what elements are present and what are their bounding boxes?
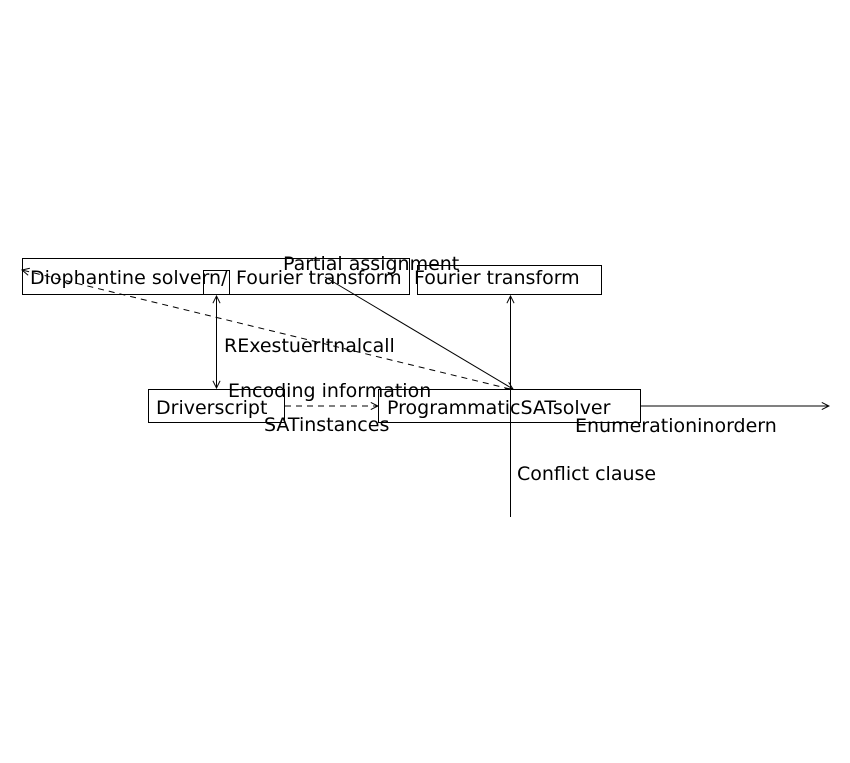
encoding-information-arrow: [22, 270, 511, 390]
diophantine-solver-label: Diophantine solvern/: [30, 267, 228, 289]
fourier-transform-left-label: Fourier transform: [236, 267, 402, 289]
fourier-transform-box: [417, 265, 602, 295]
sat-instances-label: SATinstances: [264, 414, 389, 436]
conflict-clause-label: Conflict clause: [517, 463, 656, 485]
fourier-transform-right-label: Fourier transform: [414, 267, 580, 289]
partial-assignment-label: Partial assignment: [283, 253, 459, 275]
driver-script-box: [148, 389, 285, 423]
encoding-information-label: Encoding information: [228, 380, 431, 402]
sat-solver-box: [378, 389, 641, 423]
small-connector-box: [203, 270, 230, 295]
external-call-label: RExestuerltnalcall: [224, 335, 395, 357]
sat-solver-label: ProgrammaticSATsolver: [387, 397, 611, 419]
driver-script-label: Driverscript: [156, 397, 267, 419]
enumeration-label: Enumerationinordern: [575, 415, 777, 437]
partial-assignment-arrow: [324, 276, 513, 389]
